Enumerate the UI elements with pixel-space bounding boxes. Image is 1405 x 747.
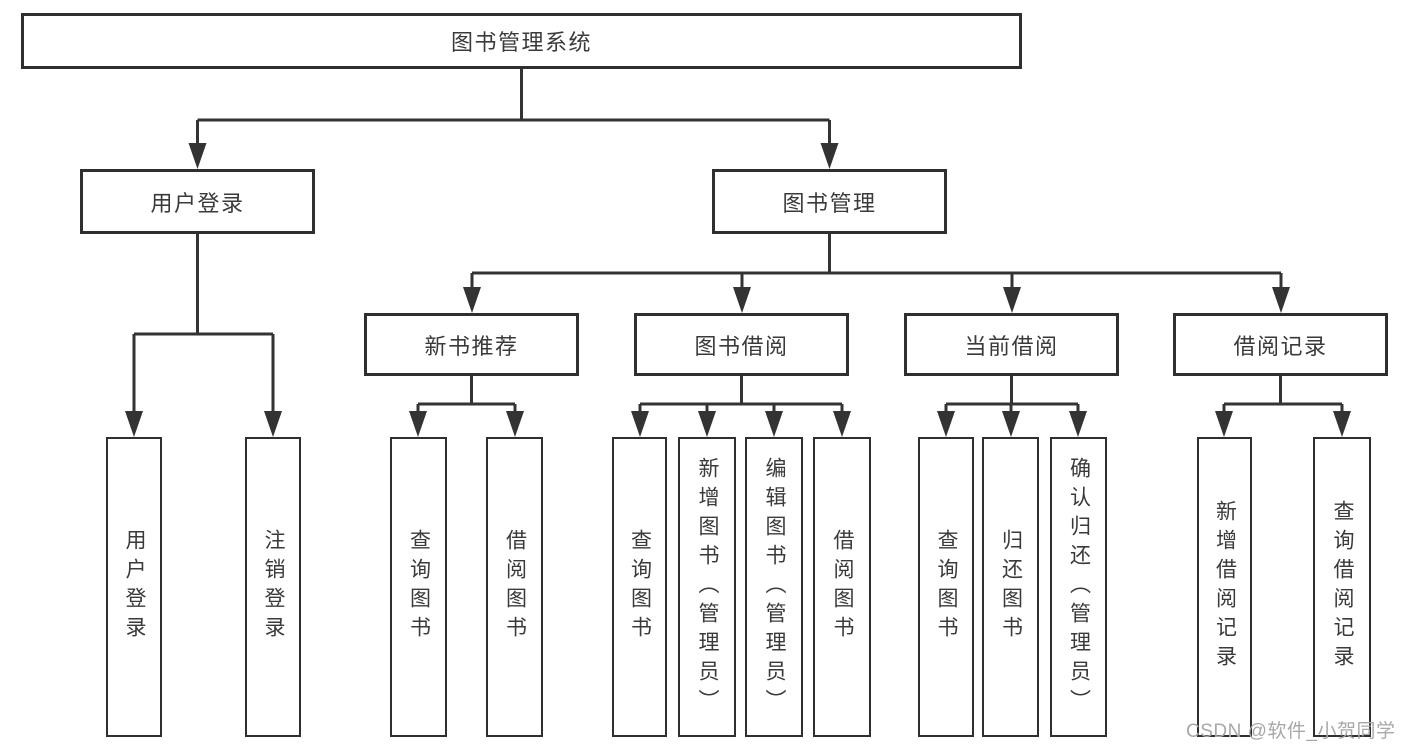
- leaf-query-books-recommend: 查询图书: [390, 437, 447, 737]
- leaf-borrow-books-recommend: 借阅图书: [486, 437, 543, 737]
- node-book-management: 图书管理: [712, 169, 947, 234]
- edge-login-to-leaves: [125, 234, 282, 437]
- leaf-query-borrow-record: 查询借阅记录: [1313, 437, 1371, 737]
- edge-recommend-to-leaves: [409, 376, 524, 437]
- edge-records-to-leaves: [1215, 376, 1351, 437]
- leaf-borrow-books-recommend-label: 借阅图书: [503, 529, 527, 645]
- node-new-book-recommend: 新书推荐: [364, 313, 579, 376]
- edge-current-to-leaves: [937, 376, 1087, 437]
- edge-root-to-level2: [188, 69, 839, 169]
- leaf-edit-book-admin-label: 编辑图书（管理员）: [763, 456, 786, 718]
- node-current-borrowing: 当前借阅: [904, 313, 1119, 376]
- leaf-edit-book-admin: 编辑图书（管理员）: [745, 437, 803, 737]
- leaf-add-borrow-record-label: 新增借阅记录: [1213, 500, 1237, 674]
- leaf-query-books-current-label: 查询图书: [935, 529, 958, 645]
- leaf-query-books-current: 查询图书: [918, 437, 974, 737]
- leaf-query-books-borrowing: 查询图书: [612, 437, 667, 737]
- leaf-add-book-admin: 新增图书（管理员）: [678, 437, 736, 737]
- leaf-return-books: 归还图书: [982, 437, 1039, 737]
- leaf-confirm-return-admin: 确认归还（管理员）: [1050, 437, 1107, 737]
- edge-borrowing-to-leaves: [631, 376, 851, 437]
- leaf-return-books-label: 归还图书: [999, 529, 1023, 645]
- leaf-borrow-books-borrowing-label: 借阅图书: [831, 529, 854, 645]
- node-borrow-records: 借阅记录: [1173, 313, 1388, 376]
- leaf-query-books-recommend-label: 查询图书: [407, 529, 431, 645]
- leaf-user-login-label: 用户登录: [123, 529, 146, 645]
- leaf-logout: 注销登录: [245, 437, 301, 737]
- node-library-management-system: 图书管理系统: [21, 13, 1022, 69]
- leaf-add-borrow-record: 新增借阅记录: [1197, 437, 1252, 737]
- node-book-borrowing: 图书借阅: [634, 313, 849, 376]
- node-user-login: 用户登录: [80, 169, 315, 234]
- leaf-borrow-books-borrowing: 借阅图书: [813, 437, 871, 737]
- csdn-watermark: CSDN @软件_小贺同学: [1186, 721, 1396, 742]
- leaf-user-login: 用户登录: [106, 437, 162, 737]
- leaf-query-books-borrowing-label: 查询图书: [628, 529, 652, 645]
- leaf-add-book-admin-label: 新增图书（管理员）: [696, 456, 719, 718]
- leaf-query-borrow-record-label: 查询借阅记录: [1331, 500, 1354, 674]
- leaf-confirm-return-admin-label: 确认归还（管理员）: [1067, 456, 1091, 718]
- leaf-logout-label: 注销登录: [262, 529, 285, 645]
- edge-mgmt-to-level3: [463, 234, 1290, 313]
